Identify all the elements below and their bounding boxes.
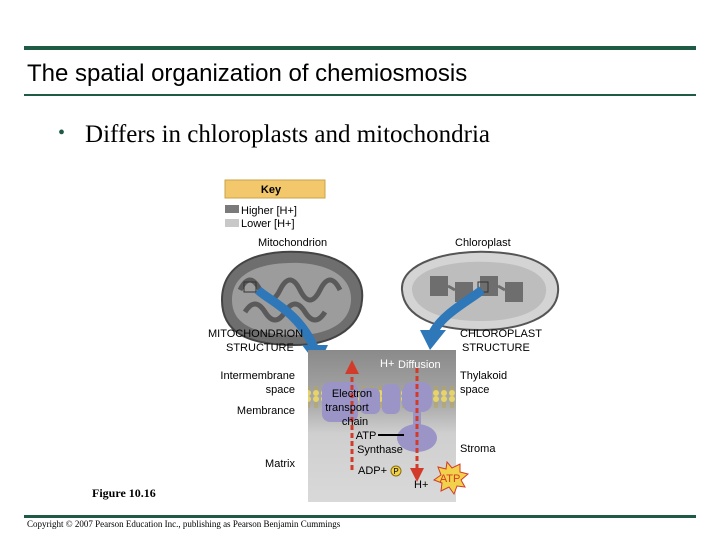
adp-label: ADP+	[358, 465, 387, 477]
etc-label-3: chain	[342, 416, 368, 428]
mito-to-structure-arrow	[254, 286, 320, 352]
etc-label-1: Electron	[332, 388, 372, 400]
key-box: Key Higher [H+] Lower [H+]	[224, 179, 326, 230]
bullet-text: Differs in chloroplasts and mitochondria	[85, 121, 491, 148]
key-title: Key	[261, 184, 282, 196]
bottom-rule	[24, 515, 696, 518]
membrance-label: Membrance	[237, 405, 295, 417]
slide-title: The spatial organization of chemiosmosis	[27, 60, 468, 87]
mito-structure-label-2: STRUCTURE	[226, 342, 294, 354]
phosphate-label: P	[393, 467, 398, 476]
h-plus-top-label: H+	[380, 358, 394, 370]
chloro-arrow-head	[420, 330, 446, 350]
mitochondrion-label: Mitochondrion	[258, 237, 327, 249]
etc-label-2: transport	[325, 402, 368, 414]
atp-synthase-label-1: ATP	[356, 430, 377, 442]
h-plus-bottom-label: H+	[414, 479, 428, 491]
atp-burst-icon	[432, 460, 470, 496]
phosphate-icon	[390, 465, 402, 477]
key-lower-label: Lower [H+]	[241, 218, 295, 230]
key-header	[224, 179, 326, 199]
intermembrane-label-1: Intermembrane	[220, 370, 295, 382]
mitochondrion-image	[220, 250, 364, 347]
thylakoid-label-2: space	[460, 384, 489, 396]
membrane-panel	[308, 350, 456, 502]
chloroplast-label: Chloroplast	[455, 237, 511, 249]
copyright-text: Copyright © 2007 Pearson Education Inc.,…	[27, 519, 341, 529]
matrix-label: Matrix	[265, 458, 295, 470]
chloro-structure-label-2: STRUCTURE	[462, 342, 530, 354]
diffusion-label: Diffusion	[398, 359, 441, 371]
electron-transport-chain	[322, 382, 400, 422]
diffusion-arrow-head	[410, 468, 424, 482]
figure-label: Figure 10.16	[92, 486, 156, 500]
top-rule	[24, 46, 696, 50]
bullet-icon: •	[58, 122, 66, 144]
bullet-item: • Differs in chloroplasts and mitochondri…	[58, 121, 490, 149]
etc-proton-arrow-head	[345, 360, 359, 374]
atp-label: ATP	[440, 473, 461, 485]
stroma-label: Stroma	[460, 443, 496, 455]
key-higher-label: Higher [H+]	[241, 205, 297, 217]
mito-structure-label-1: MITOCHONDRION	[208, 328, 303, 340]
chloro-to-structure-arrow	[427, 286, 485, 338]
title-underline	[24, 94, 696, 96]
thylakoid-label-1: Thylakoid	[460, 370, 507, 382]
atp-synthase-label-2: Synthase	[357, 444, 403, 456]
intermembrane-label-2: space	[266, 384, 295, 396]
key-higher-swatch	[225, 205, 239, 213]
chloro-structure-label-1: CHLOROPLAST	[460, 328, 542, 340]
key-lower-swatch	[225, 219, 239, 227]
